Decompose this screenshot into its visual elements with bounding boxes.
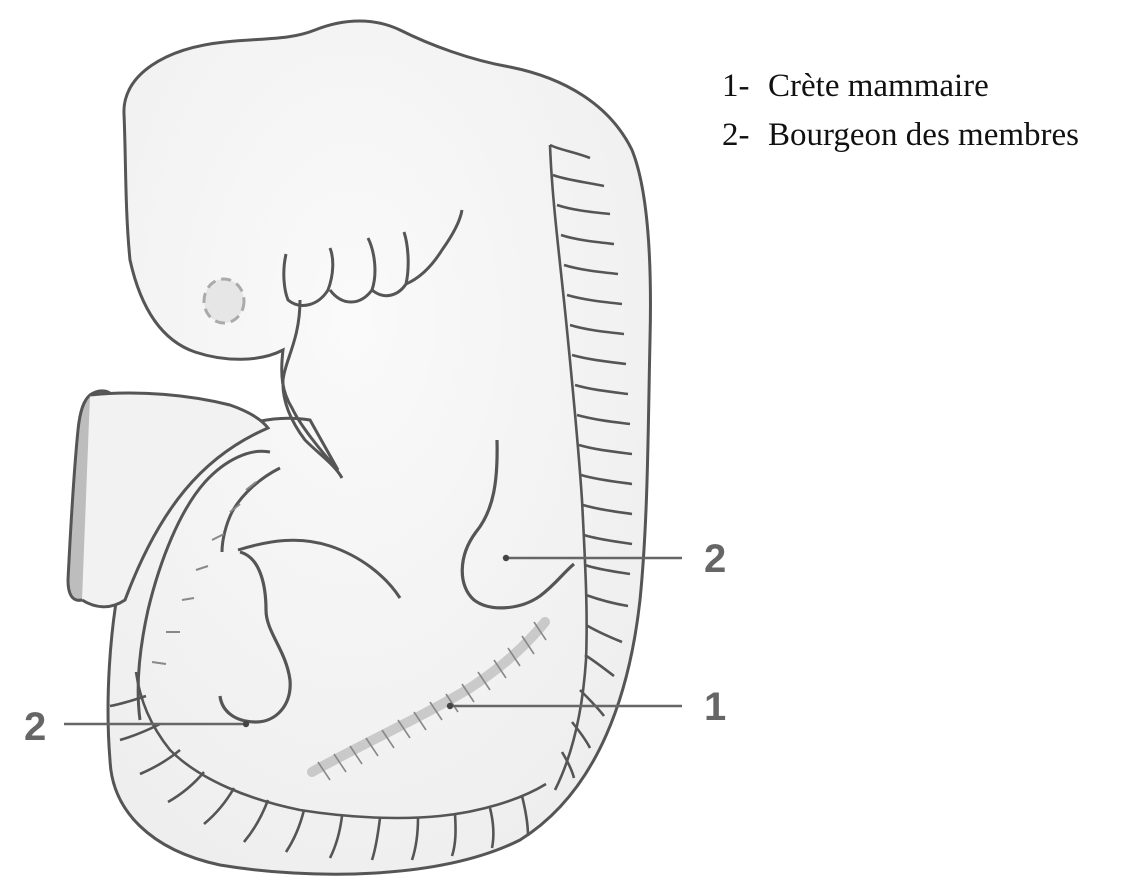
legend: 1-Crète mammaire 2-Bourgeon des membres bbox=[722, 62, 1079, 160]
eye-placode bbox=[204, 279, 244, 323]
callout-upper-limb: 2 bbox=[704, 537, 726, 581]
legend-number: 2- bbox=[722, 111, 768, 160]
legend-number: 1- bbox=[722, 62, 768, 111]
legend-item-2: 2-Bourgeon des membres bbox=[722, 111, 1079, 160]
legend-label: Crète mammaire bbox=[768, 68, 989, 104]
callout-lower-limb: 2 bbox=[24, 705, 46, 749]
callout-mammary-ridge: 1 bbox=[704, 685, 726, 729]
legend-item-1: 1-Crète mammaire bbox=[722, 62, 1079, 111]
legend-label: Bourgeon des membres bbox=[768, 117, 1079, 153]
